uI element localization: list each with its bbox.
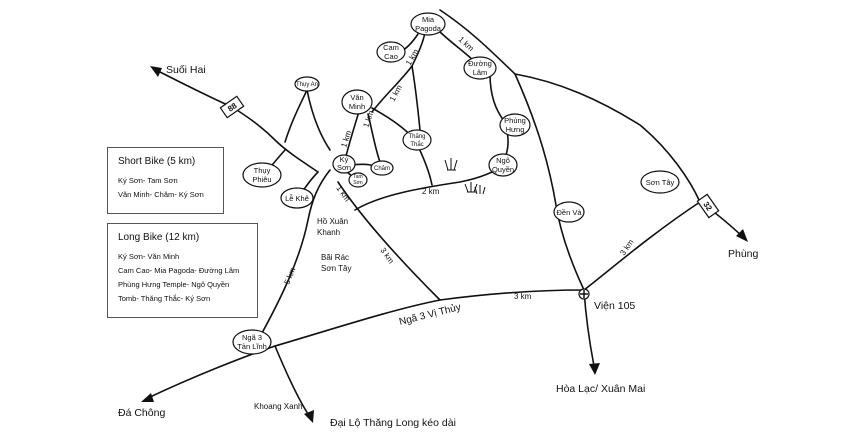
landmark-vien-105: Viện 105	[594, 300, 635, 312]
place-phung-hung: Phùng Hưng	[499, 113, 531, 137]
distance-2km: 2 km	[422, 187, 440, 196]
arrow-da-chong	[141, 393, 154, 402]
hospital-icon	[578, 288, 590, 300]
legend-long-row: Cam Cao- Mia Pagoda- Đường Lâm	[118, 266, 240, 275]
place-cam-cao: Cam Cao	[376, 41, 406, 63]
distance-mia-cam: 1 km	[404, 47, 421, 67]
place-nga3-tan-linh: Ngã 3 Tản Lĩnh	[232, 329, 272, 355]
svg-text:Ngã 3: Ngã 3	[242, 333, 262, 342]
legend-short-row: Văn Minh- Chăm- Ký Sơn	[118, 190, 204, 199]
svg-text:Chăm: Chăm	[374, 166, 390, 172]
distance-3km-right: 3 km	[618, 238, 636, 258]
arrow-phung	[736, 229, 748, 242]
distance-3km-bottom: 3 km	[514, 292, 532, 301]
svg-text:Cam: Cam	[383, 43, 399, 52]
svg-text:Quyền: Quyền	[492, 165, 514, 174]
svg-text:Tam: Tam	[353, 174, 362, 180]
svg-text:Phiêu: Phiêu	[252, 175, 271, 184]
arrow-suoi-hai	[150, 66, 162, 77]
place-cham: Chăm	[370, 160, 394, 176]
place-ngo-quyen: Ngô Quyền	[488, 153, 518, 177]
dest-suoi-hai: Suối Hai	[166, 64, 206, 76]
svg-text:Sơn: Sơn	[353, 180, 363, 186]
svg-text:Sơn: Sơn	[337, 163, 351, 172]
dest-da-chong: Đá Chông	[118, 407, 165, 419]
dest-hoa-lac: Hòa Lạc/ Xuân Mai	[556, 383, 645, 395]
svg-text:Đường: Đường	[468, 59, 492, 68]
road-thuy-an-east	[306, 89, 331, 151]
legend-long-row: Phùng Hưng Temple- Ngô Quyền	[118, 280, 230, 289]
place-ky-son: Ký Sơn	[332, 154, 356, 174]
svg-text:Thắc: Thắc	[410, 141, 423, 148]
svg-text:Lễ Khê: Lễ Khê	[285, 194, 309, 203]
svg-text:Lâm: Lâm	[473, 68, 488, 77]
place-thuy-an: Thụy An	[294, 76, 320, 92]
road-88	[155, 69, 319, 173]
svg-text:Sơn Tây: Sơn Tây	[646, 178, 675, 187]
road-nga3-vi-thuy	[147, 289, 585, 399]
road-top-right	[439, 9, 701, 203]
place-den-va: Đền Và	[553, 201, 585, 223]
road-tan-linh-north	[261, 169, 331, 334]
legend-long-row: Ký Sơn- Văn Minh	[118, 252, 180, 261]
legend-short-row: Ký Sơn- Tam Sơn	[118, 176, 178, 185]
road-3km-diagonal	[337, 181, 441, 301]
route-32-shield: 32	[696, 193, 720, 219]
road-mia-thang	[411, 65, 421, 131]
dest-dai-lo: Đại Lộ Thăng Long kéo dài	[330, 417, 456, 429]
place-thuy-phieu: Thụy Phiêu	[242, 162, 282, 188]
landmark-ho-xuan-khanh-2: Khanh	[317, 228, 340, 237]
svg-text:Cao: Cao	[384, 52, 398, 61]
legend-long-title: Long Bike (12 km)	[118, 232, 200, 243]
svg-text:Mia: Mia	[422, 15, 435, 24]
distance-3km-center: 3 km	[378, 246, 396, 266]
place-thang-thac: Thăng Thắc	[402, 129, 432, 151]
svg-text:Thụy: Thụy	[254, 166, 271, 175]
arrow-dai-lo	[304, 410, 314, 423]
road-32	[583, 201, 743, 291]
svg-text:Hưng: Hưng	[506, 125, 525, 134]
legend-short-title: Short Bike (5 km)	[118, 156, 196, 167]
arrow-hoa-lac	[589, 363, 600, 375]
place-le-khe: Lễ Khê	[280, 187, 314, 209]
landmark-khoang-xanh: Khoang Xanh	[254, 402, 303, 411]
place-tam-son: Tam Sơn	[348, 172, 368, 188]
svg-text:Đền Và: Đền Và	[556, 208, 582, 217]
svg-text:Phùng: Phùng	[504, 116, 526, 125]
landmark-bai-rac-2: Sơn Tây	[321, 264, 351, 273]
svg-text:Tản Lĩnh: Tản Lĩnh	[237, 342, 267, 351]
road-label-nga3-vi-thuy: Ngã 3 Vị Thủy	[398, 301, 462, 328]
road-to-dai-lo	[274, 345, 309, 415]
legend-long-row: Tomb- Thăng Thắc- Ký Sơn	[118, 294, 211, 303]
route-88-shield: 88	[219, 95, 245, 119]
place-duong-lam: Đường Lâm	[463, 56, 497, 80]
landmark-bai-rac-1: Bãi Rác	[321, 253, 349, 262]
dest-phung: Phùng	[728, 248, 759, 260]
distance-mia-top: 1 km	[457, 35, 476, 54]
legend-short-bike: Short Bike (5 km) Ký Sơn- Tam Sơn Văn Mi…	[107, 147, 224, 214]
place-mia-pagoda: Mia Pagoda	[410, 12, 446, 36]
svg-text:Ký: Ký	[340, 155, 349, 164]
place-van-minh: Văn Minh	[341, 89, 373, 115]
distance-ky-down: 1 km	[334, 184, 352, 204]
svg-text:Pagoda: Pagoda	[415, 24, 442, 33]
svg-text:Ngô: Ngô	[496, 156, 510, 165]
legend-long-bike: Long Bike (12 km) Ký Sơn- Văn Minh Cam C…	[107, 223, 258, 318]
svg-text:Thăng: Thăng	[408, 134, 425, 140]
svg-text:Thụy An: Thụy An	[296, 82, 318, 88]
svg-text:Minh: Minh	[349, 102, 365, 111]
distance-5km: 5 km	[283, 266, 298, 286]
road-van-cham	[367, 113, 381, 163]
grass-icon	[444, 158, 486, 195]
road-to-hoa-lac	[583, 289, 595, 367]
distance-van-right: 1 km	[388, 83, 404, 103]
road-den-va	[514, 73, 585, 291]
landmark-ho-xuan-khanh-1: Hồ Xuân	[317, 217, 348, 226]
place-son-tay: Sơn Tây	[640, 170, 680, 194]
svg-text:Văn: Văn	[350, 93, 363, 102]
road-thuy-an	[284, 89, 308, 143]
